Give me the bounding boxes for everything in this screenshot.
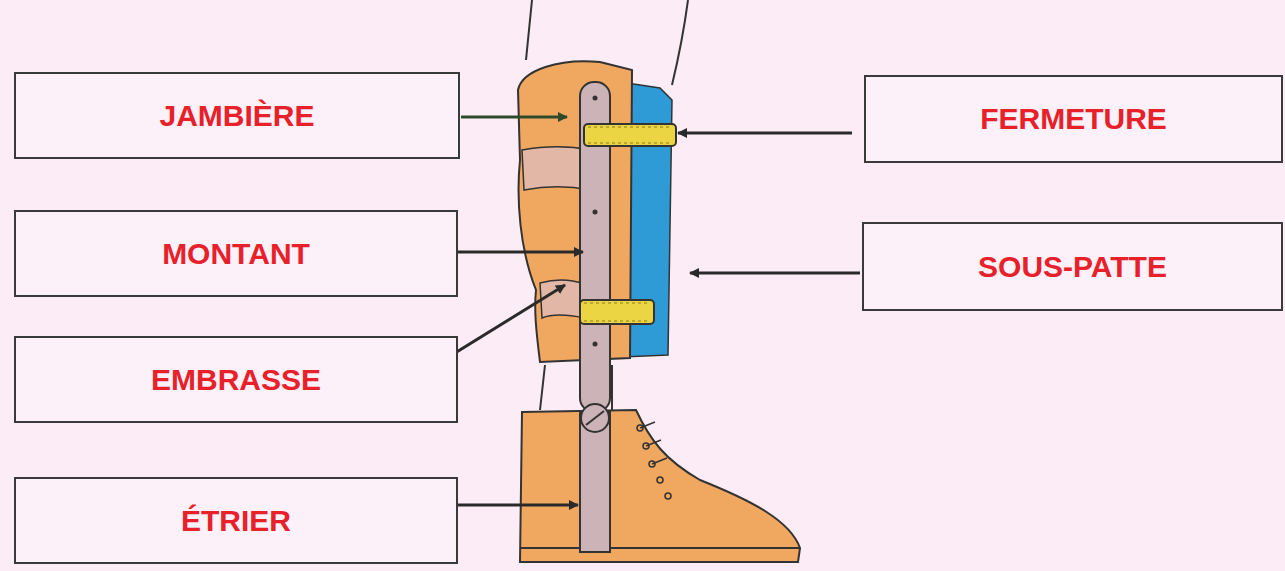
boot-sole bbox=[520, 547, 800, 549]
label-box: FERMETURE bbox=[864, 75, 1283, 163]
part-name: SOUS-PATTE bbox=[978, 250, 1167, 284]
label-box: ÉTRIER bbox=[14, 477, 458, 564]
boot bbox=[520, 410, 800, 562]
part-name: EMBRASSE bbox=[151, 363, 321, 397]
part-name: FERMETURE bbox=[980, 102, 1167, 136]
label-box: JAMBIÈRE bbox=[14, 72, 460, 159]
part-name: ÉTRIER bbox=[181, 504, 291, 538]
leg-outline bbox=[526, 0, 532, 60]
leader-arrow bbox=[461, 116, 567, 119]
boot-eyelets bbox=[637, 422, 671, 499]
part-name: JAMBIÈRE bbox=[159, 99, 314, 133]
label-box: SOUS-PATTE bbox=[862, 222, 1283, 311]
label-box: EMBRASSE bbox=[14, 336, 458, 423]
label-box: MONTANT bbox=[14, 210, 458, 297]
joint-screw bbox=[581, 404, 609, 432]
part-name: MONTANT bbox=[162, 237, 310, 271]
strap bbox=[580, 300, 654, 324]
screw-slot bbox=[586, 411, 604, 425]
strap-stitching bbox=[584, 127, 672, 321]
leader-arrow bbox=[678, 132, 852, 135]
leg-outline bbox=[672, 0, 688, 85]
leader-arrow bbox=[690, 272, 860, 275]
